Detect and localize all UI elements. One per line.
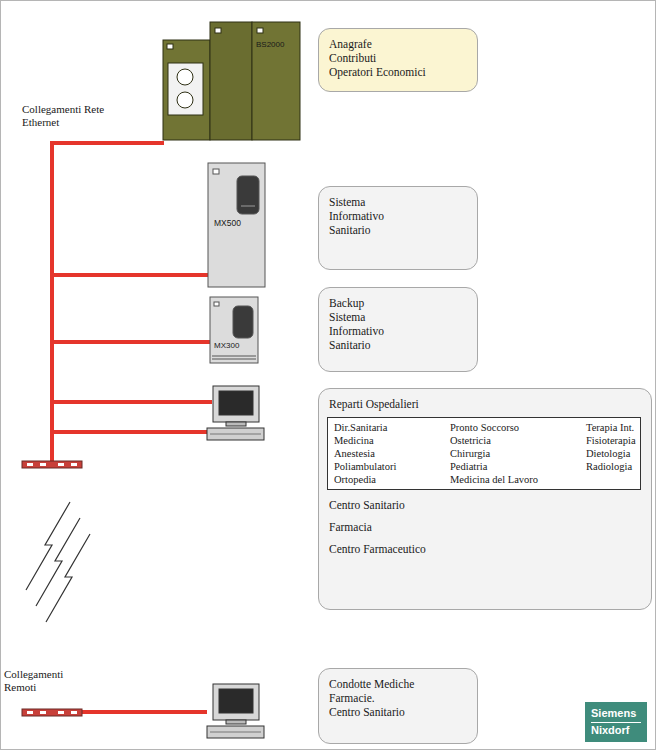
department-name: Radiologia bbox=[586, 460, 636, 473]
lightning-symbol bbox=[26, 502, 90, 622]
department-name: Ostetricia bbox=[450, 434, 580, 447]
department-name: Chirurgia bbox=[450, 447, 580, 460]
indicator bbox=[257, 28, 263, 33]
drive bbox=[237, 176, 259, 214]
box-text: Centro Sanitario bbox=[329, 498, 641, 512]
zigzag bbox=[46, 534, 90, 622]
department-name: Medicina bbox=[334, 434, 444, 447]
drive bbox=[233, 306, 253, 338]
server-icon bbox=[208, 163, 265, 287]
department-name: Dir.Sanitaria bbox=[334, 421, 444, 434]
pc-icon bbox=[207, 386, 264, 440]
logo-box: SiemensNixdorf bbox=[585, 702, 647, 742]
device-label: MX500 bbox=[214, 218, 241, 228]
connector-rail bbox=[22, 461, 82, 468]
indicator bbox=[213, 169, 219, 174]
department-name: Pronto Soccorso bbox=[450, 421, 580, 434]
monitor bbox=[213, 386, 259, 422]
bus-branch bbox=[52, 400, 212, 404]
box-text: Centro Sanitario bbox=[329, 705, 467, 719]
mainframe-icon bbox=[163, 22, 300, 140]
logo-text: Nixdorf bbox=[591, 722, 641, 738]
system-box: Sistema Informativo Sanitario bbox=[318, 186, 478, 270]
box-text: Centro Farmaceutico bbox=[329, 542, 641, 556]
department-name: Anestesia bbox=[334, 447, 444, 460]
box-heading: Condotte Mediche bbox=[329, 677, 467, 691]
indicator bbox=[215, 28, 221, 33]
network-label: Collegamenti Remoti bbox=[4, 668, 88, 694]
system-box: AnagrafeContributiOperatori Economici bbox=[318, 28, 478, 92]
vent bbox=[212, 359, 256, 360]
tower bbox=[208, 163, 265, 287]
keys bbox=[210, 732, 261, 733]
rail-port bbox=[58, 463, 64, 466]
rail-port bbox=[71, 711, 77, 714]
rail-port bbox=[40, 711, 46, 714]
keyboard bbox=[207, 726, 264, 738]
tape-reel bbox=[177, 69, 193, 85]
department-name: Ortopedia bbox=[334, 473, 444, 486]
department-name: Fisioterapia bbox=[586, 434, 636, 447]
box-text: Farmacie. bbox=[329, 691, 467, 705]
connector-rail bbox=[22, 709, 82, 716]
tower bbox=[210, 297, 258, 363]
department-name: Pediatria bbox=[450, 460, 580, 473]
rail bbox=[22, 461, 82, 468]
logo-text: Siemens bbox=[591, 706, 641, 721]
department-name: Medicina del Lavoro bbox=[450, 473, 580, 486]
drive-slot bbox=[241, 206, 255, 207]
server-icon bbox=[210, 297, 258, 363]
department-name: Poliambulatori bbox=[334, 460, 444, 473]
device-label: MX300 bbox=[214, 341, 239, 351]
bus-branch bbox=[52, 273, 208, 277]
system-box: Backup Sistema Informativo Sanitario bbox=[318, 287, 478, 372]
department-box: Reparti OspedalieriDir.SanitariaMedicina… bbox=[318, 388, 652, 610]
tape-panel bbox=[168, 63, 203, 115]
department-table: Dir.SanitariaMedicinaAnestesiaPoliambula… bbox=[327, 417, 641, 490]
pc-icon bbox=[207, 684, 264, 738]
indicator bbox=[167, 44, 173, 49]
bus-line bbox=[50, 141, 54, 462]
cabinet bbox=[163, 40, 210, 140]
rail bbox=[22, 709, 82, 716]
cabinet bbox=[252, 22, 300, 140]
rail-port bbox=[27, 463, 33, 466]
box-text: Operatori Economici bbox=[329, 65, 467, 79]
bus-branch bbox=[52, 430, 207, 434]
department-name: Terapia Int. bbox=[586, 421, 636, 434]
box-heading: Anagrafe bbox=[329, 37, 467, 51]
department-name: Dietologia bbox=[586, 447, 636, 460]
rail-port bbox=[71, 463, 77, 466]
device-label: BS2000 bbox=[256, 40, 284, 50]
rail-port bbox=[40, 463, 46, 466]
keys bbox=[210, 434, 261, 435]
keyboard bbox=[207, 428, 264, 440]
box-text: Farmacia bbox=[329, 520, 641, 534]
bus-branch bbox=[52, 340, 210, 344]
cabinet bbox=[210, 22, 252, 140]
vent bbox=[212, 356, 256, 357]
box-text: Contributi bbox=[329, 51, 467, 65]
monitor bbox=[213, 684, 259, 720]
ethernet-bus bbox=[50, 141, 212, 712]
rail-port bbox=[27, 711, 33, 714]
box-heading: Backup Sistema Informativo Sanitario bbox=[329, 296, 384, 352]
stand bbox=[226, 422, 246, 426]
screen bbox=[219, 689, 253, 713]
indicator bbox=[214, 302, 219, 306]
stand bbox=[226, 720, 246, 724]
tape-reel bbox=[177, 92, 193, 108]
remote-box: Condotte MedicheFarmacie.Centro Sanitari… bbox=[318, 668, 478, 744]
screen bbox=[219, 391, 253, 415]
box-heading: Sistema Informativo Sanitario bbox=[329, 195, 384, 237]
bus-branch bbox=[50, 141, 164, 145]
network-label: Collegamenti Rete Ethernet bbox=[22, 103, 112, 129]
rail-port bbox=[58, 711, 64, 714]
remote-line bbox=[82, 710, 207, 714]
box-heading: Reparti Ospedalieri bbox=[329, 397, 641, 411]
